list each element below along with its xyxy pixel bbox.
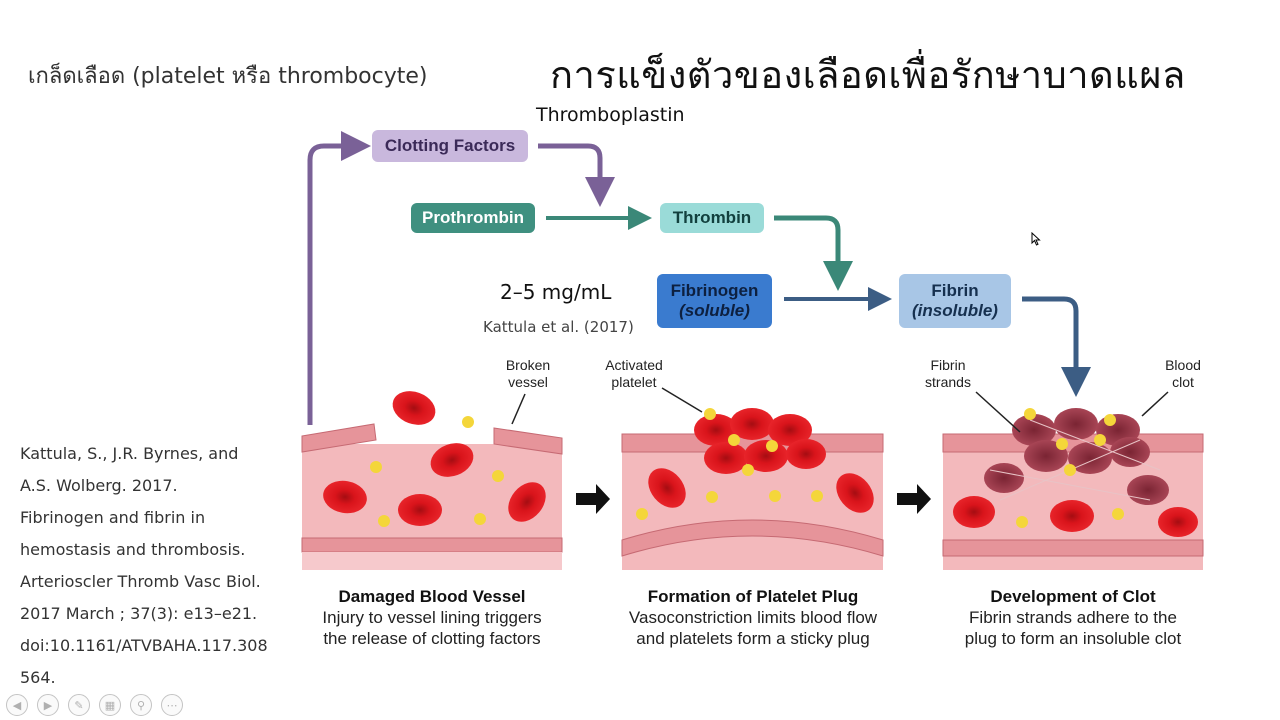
clot-panel bbox=[942, 391, 1204, 570]
red-blood-cell bbox=[768, 414, 812, 446]
red-blood-cell bbox=[836, 473, 874, 513]
mouse-cursor-icon bbox=[1031, 232, 1041, 246]
platelet bbox=[704, 408, 716, 420]
stage-arrow bbox=[576, 484, 610, 514]
red-blood-cell bbox=[694, 414, 738, 446]
panel-description-line: and platelets form a sticky plug bbox=[636, 629, 870, 648]
red-blood-cell bbox=[786, 439, 826, 469]
fibrin-state: (insoluble) bbox=[912, 301, 998, 320]
thrombin-box: Thrombin bbox=[660, 203, 764, 233]
arrow-thrombin-to-fibrin bbox=[774, 215, 853, 291]
citation-line: Fibrinogen and fibrin in bbox=[20, 508, 206, 527]
red-blood-cell bbox=[1024, 440, 1068, 472]
platelet bbox=[1056, 438, 1068, 450]
platelet bbox=[766, 440, 778, 452]
panel-description-line: plug to form an insoluble clot bbox=[964, 629, 1182, 648]
platelet bbox=[769, 490, 781, 502]
red-blood-cell bbox=[953, 496, 995, 528]
red-blood-cell bbox=[1158, 507, 1198, 537]
panel-description-line: Injury to vessel lining triggers bbox=[322, 608, 542, 627]
fibrinogen-state: (soluble) bbox=[679, 301, 750, 320]
platelet bbox=[474, 513, 486, 525]
platelet bbox=[1024, 408, 1036, 420]
red-blood-cell bbox=[1127, 475, 1169, 505]
red-blood-cell bbox=[392, 391, 436, 425]
citation-line: Arterioscler Thromb Vasc Biol. bbox=[20, 572, 261, 591]
red-blood-cell bbox=[323, 480, 367, 514]
zoom-icon[interactable]: ⚲ bbox=[130, 694, 152, 716]
panel-heading: Damaged Blood Vessel bbox=[338, 587, 526, 606]
red-blood-cell bbox=[1012, 414, 1056, 446]
fibrinogen-concentration: 2–5 mg/mL bbox=[500, 280, 612, 304]
panel-description-line: Fibrin strands adhere to the bbox=[969, 608, 1177, 627]
panel-caption-clot: Development of Clot Fibrin strands adher… bbox=[933, 587, 1213, 649]
more-icon[interactable]: ⋯ bbox=[161, 694, 183, 716]
fibrin-box: Fibrin (insoluble) bbox=[899, 274, 1011, 328]
stage-arrow bbox=[897, 484, 931, 514]
slide-title: การแข็งตัวของเลือดเพื่อรักษาบาดแผล bbox=[550, 53, 1186, 97]
platelet bbox=[378, 515, 390, 527]
platelet bbox=[811, 490, 823, 502]
red-blood-cell bbox=[1054, 408, 1098, 440]
panel-heading: Formation of Platelet Plug bbox=[647, 587, 859, 606]
clotting-factors-box: Clotting Factors bbox=[372, 130, 528, 162]
red-blood-cell bbox=[508, 482, 546, 522]
damaged-vessel-panel bbox=[301, 391, 563, 570]
platelet bbox=[492, 470, 504, 482]
red-blood-cell bbox=[984, 463, 1024, 493]
red-blood-cell bbox=[1050, 500, 1094, 532]
concentration-reference: Kattula et al. (2017) bbox=[483, 318, 634, 336]
slideshow-toolbar: ◀ ▶ ✎ ▦ ⚲ ⋯ bbox=[6, 694, 183, 716]
arrow-to-clotting-factors bbox=[307, 131, 371, 425]
red-blood-cell bbox=[398, 494, 442, 526]
citation-line: doi:10.1161/ATVBAHA.117.308 bbox=[20, 636, 268, 655]
red-blood-cell bbox=[430, 443, 474, 477]
platelet bbox=[636, 508, 648, 520]
prothrombin-box: Prothrombin bbox=[411, 203, 535, 233]
citation-line: Kattula, S., J.R. Byrnes, and bbox=[20, 444, 239, 463]
panel-heading: Development of Clot bbox=[990, 587, 1156, 606]
red-blood-cell bbox=[704, 442, 748, 474]
platelet bbox=[462, 416, 474, 428]
platelet bbox=[706, 491, 718, 503]
fibrin-label: Fibrin bbox=[931, 281, 979, 300]
prev-icon[interactable]: ◀ bbox=[6, 694, 28, 716]
platelet bbox=[728, 434, 740, 446]
thromboplastin-label: Thromboplastin bbox=[536, 104, 685, 126]
citation-line: hemostasis and thrombosis. bbox=[20, 540, 246, 559]
fibrin-strands-label: Fibrin strands bbox=[925, 357, 971, 390]
activated-platelet-label: Activated platelet bbox=[605, 357, 663, 390]
platelet-plug-panel bbox=[621, 387, 884, 570]
citation-line: 2017 March ; 37(3): e13–e21. bbox=[20, 604, 258, 623]
red-blood-cell bbox=[648, 468, 686, 508]
platelet bbox=[1094, 434, 1106, 446]
slides-icon[interactable]: ▦ bbox=[99, 694, 121, 716]
fibrinogen-box: Fibrinogen (soluble) bbox=[657, 274, 772, 328]
arrow-fibrin-to-clot bbox=[1022, 296, 1091, 397]
red-blood-cell bbox=[730, 408, 774, 440]
citation-line: A.S. Wolberg. 2017. bbox=[20, 476, 178, 495]
platelet bbox=[742, 464, 754, 476]
citation: Kattula, S., J.R. Byrnes, and A.S. Wolbe… bbox=[20, 438, 270, 694]
blood-clot-label: Blood clot bbox=[1165, 357, 1201, 390]
platelet bbox=[1104, 414, 1116, 426]
next-icon[interactable]: ▶ bbox=[37, 694, 59, 716]
broken-vessel-label: Broken vessel bbox=[505, 357, 551, 390]
panel-caption-damaged: Damaged Blood Vessel Injury to vessel li… bbox=[292, 587, 572, 649]
arrow-clotting-to-thrombin-path bbox=[538, 143, 615, 207]
platelet bbox=[1064, 464, 1076, 476]
platelet bbox=[370, 461, 382, 473]
fibrinogen-label: Fibrinogen bbox=[670, 281, 759, 300]
platelet bbox=[1016, 516, 1028, 528]
slide-subtitle: เกล็ดเลือด (platelet หรือ thrombocyte) bbox=[28, 64, 428, 89]
panel-description-line: Vasoconstriction limits blood flow bbox=[628, 608, 878, 627]
panel-description-line: the release of clotting factors bbox=[323, 629, 541, 648]
panel-caption-plug: Formation of Platelet Plug Vasoconstrict… bbox=[608, 587, 898, 649]
platelet bbox=[1112, 508, 1124, 520]
citation-line: 564. bbox=[20, 668, 56, 687]
pen-icon[interactable]: ✎ bbox=[68, 694, 90, 716]
red-blood-cell bbox=[1110, 437, 1150, 467]
